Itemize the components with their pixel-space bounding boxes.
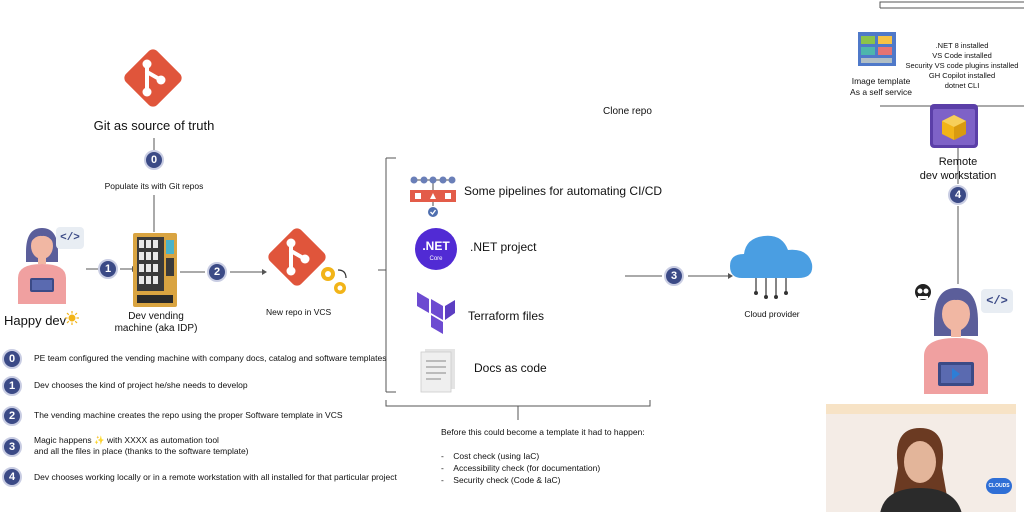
legend-text: The vending machine creates the repo usi… [34, 410, 343, 420]
dotnet-icon: .NET Core [415, 228, 457, 270]
legend-text: Magic happens ✨ with XXXX as automation … [34, 435, 219, 445]
image-template-item: VS Code installed [932, 51, 992, 60]
legend-badge: 1 [2, 376, 22, 396]
legend-badge: 4 [2, 467, 22, 487]
image-template-label-2: As a self service [850, 87, 912, 97]
git-label: Git as source of truth [93, 118, 215, 133]
new-repo-label: New repo in VCS [266, 307, 332, 317]
clouds-badge: CLOUDS [986, 478, 1012, 494]
image-template-item: Security VS code plugins installed [905, 61, 1019, 70]
before-item-text: Cost check (using IaC) [453, 451, 540, 461]
artifact-pipelines-label: Some pipelines for automating CI/CD [464, 184, 663, 198]
legend-badge: 0 [2, 349, 22, 369]
cloud-label: Cloud provider [744, 309, 800, 319]
dev-code-bubble: </> [56, 227, 84, 249]
pipeline-icon [410, 176, 456, 217]
artifact-terraform-label: Terraform files [468, 309, 545, 323]
docs-icon [420, 349, 455, 393]
terraform-icon [417, 292, 455, 334]
step-badge-1: 1 [98, 259, 118, 279]
step-badge-4: 4 [948, 185, 968, 205]
dotnet-logo-text: .NET [422, 239, 450, 253]
presenter-video[interactable]: CLOUDS [826, 404, 1016, 512]
image-template-item: GH Copilot installed [928, 71, 996, 80]
git-caption: Populate its with Git repos [104, 181, 204, 191]
legend-badge: 2 [2, 406, 22, 426]
image-template-icon [858, 32, 896, 66]
before-item-text: Security check (Code & IaC) [453, 475, 561, 485]
artifact-dotnet-label: .NET project [470, 240, 537, 254]
presenter-figure [880, 428, 962, 512]
before-item-text: Accessibility check (for documentation) [453, 463, 601, 473]
remote-label-2: dev workstation [919, 170, 997, 182]
dotnet-logo-sub: Core [429, 256, 443, 262]
image-template-label-1: Image template [851, 76, 911, 86]
before-item: - Cost check (using IaC) [441, 450, 600, 462]
vending-label-1: Dev vending [128, 311, 184, 322]
bullet-dash: - [441, 475, 454, 485]
step-badge-2: 2 [207, 262, 227, 282]
sun-icon [65, 311, 79, 325]
legend-text-continued: and all the files in place (thanks to th… [34, 446, 249, 456]
step-badge-3: 3 [664, 266, 684, 286]
before-item: - Accessibility check (for documentation… [441, 462, 600, 474]
step-badge-0: 0 [144, 150, 164, 170]
vending-machine-icon [133, 233, 177, 307]
bullet-dash: - [441, 451, 454, 461]
clone-repo-label: Clone repo [603, 106, 652, 117]
dev-label: Happy dev [4, 313, 67, 328]
remote-dev-avatar [924, 288, 988, 394]
vending-label-2: machine (aka IDP) [114, 323, 198, 334]
new-repo-icon [268, 228, 347, 294]
before-list: - Cost check (using IaC) - Accessibility… [441, 450, 600, 486]
legend-text: PE team configured the vending machine w… [34, 353, 387, 363]
legend-text: Dev chooses the kind of project he/she n… [34, 380, 248, 390]
artifact-docs-label: Docs as code [474, 361, 547, 375]
cloud-icon [730, 235, 813, 299]
image-template-item: dotnet CLI [944, 81, 980, 90]
remote-workstation-icon [930, 104, 978, 148]
remote-label-1: Remote [938, 156, 978, 168]
image-template-items: .NET 8 installed VS Code installed Secur… [903, 41, 1021, 91]
dev-avatar [18, 228, 66, 304]
copilot-icon [915, 284, 931, 300]
video-banner [826, 404, 1016, 414]
git-icon [124, 49, 182, 107]
before-item: - Security check (Code & IaC) [441, 474, 600, 486]
remote-code-bubble: </> [981, 289, 1013, 313]
image-template-item: .NET 8 installed [935, 41, 989, 50]
legend-badge: 3 [2, 437, 22, 457]
before-title: Before this could become a template it h… [441, 427, 645, 437]
legend-text: Dev chooses working locally or in a remo… [34, 472, 397, 482]
bullet-dash: - [441, 463, 454, 473]
